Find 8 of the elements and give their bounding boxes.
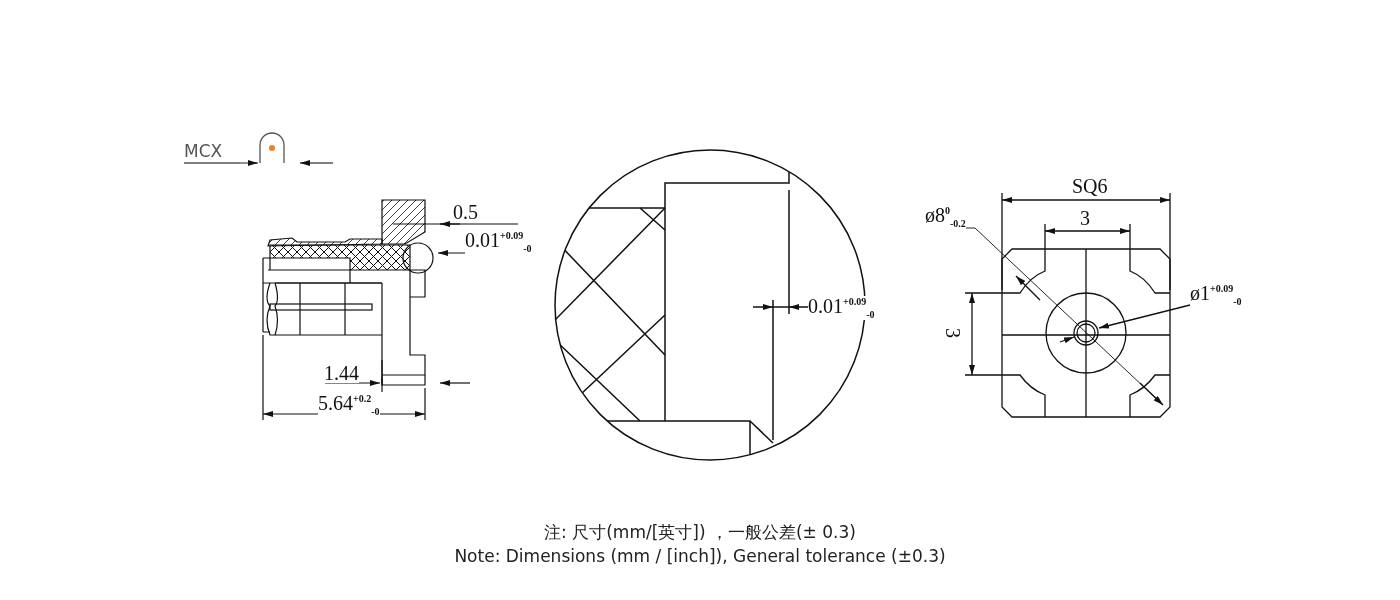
dimension-label: 3	[1080, 208, 1090, 228]
dimension-label: 1.44	[324, 363, 359, 383]
note-text: 注: 尺寸(mm/[英寸]) ，一般公差(± 0.3)	[544, 524, 856, 541]
connector-label: MCX	[184, 143, 223, 160]
dimension-label: 0.5	[453, 202, 478, 222]
dimension-label: SQ6	[1072, 176, 1108, 196]
note-text: Note: Dimensions (mm / [inch]), General tolerance (±0.3)	[454, 548, 946, 565]
dimension-label: 3	[943, 328, 963, 338]
